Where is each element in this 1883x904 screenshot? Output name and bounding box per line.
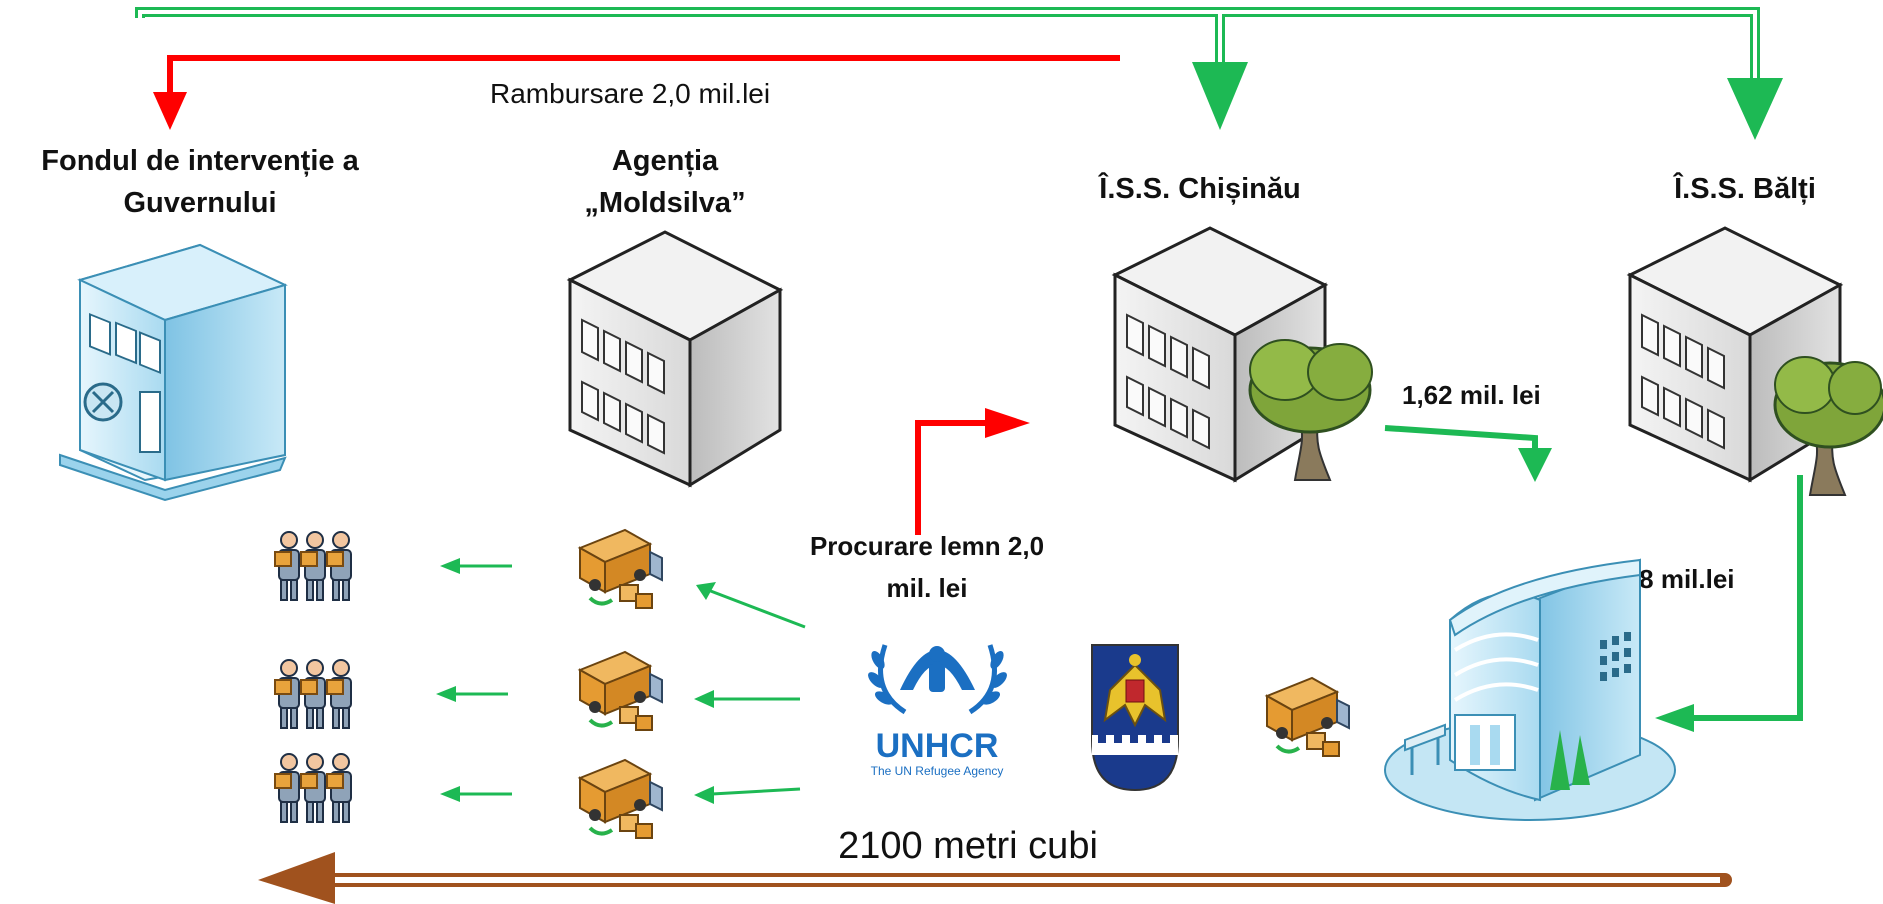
green-balti-payment-arrow bbox=[1655, 475, 1803, 732]
balti-tree-icon bbox=[1773, 356, 1883, 496]
delivery-truck-icon bbox=[1264, 676, 1350, 757]
balti-building-icon bbox=[1626, 226, 1844, 483]
red-reimbursement-arrow bbox=[153, 55, 1120, 130]
unhcr-logo-text: UNHCR bbox=[876, 727, 999, 765]
procurement-label-line1: Procurare lemn 2,0 bbox=[810, 531, 1044, 561]
unhcr-tagline: The UN Refugee Agency bbox=[871, 764, 1004, 778]
people-group-icon bbox=[274, 531, 352, 601]
chisinau-amount-label: 1,62 mil. lei bbox=[1402, 380, 1541, 410]
delivery-truck-icon bbox=[577, 758, 663, 839]
unhcr-logo: UNHCR The UN Refugee Agency bbox=[868, 644, 1007, 778]
volume-label: 2100 metri cubi bbox=[838, 825, 1098, 867]
agency-title-line2: „Moldsilva” bbox=[584, 187, 745, 219]
iss-balti-title: Î.S.S. Bălți bbox=[1672, 171, 1816, 205]
fund-title-line2: Guvernului bbox=[123, 187, 276, 219]
green-distribution-arrows bbox=[436, 558, 806, 804]
people-group-icon bbox=[274, 659, 352, 729]
iss-chisinau-title: Î.S.S. Chișinău bbox=[1097, 171, 1300, 205]
green-chisinau-payment-arrow bbox=[1384, 425, 1552, 482]
government-fund-building-icon bbox=[59, 243, 288, 502]
people-group-icon bbox=[274, 753, 352, 823]
reimbursement-label: Rambursare 2,0 mil.lei bbox=[490, 78, 770, 109]
chisinau-tree-icon bbox=[1248, 339, 1373, 481]
green-top-flow-arrow bbox=[135, 7, 1783, 140]
agency-building-icon bbox=[566, 230, 784, 488]
coat-of-arms-icon bbox=[1091, 644, 1179, 792]
municipal-building-icon bbox=[1384, 558, 1676, 821]
red-procurement-arrow bbox=[915, 408, 1030, 535]
brown-volume-arrow bbox=[258, 852, 1732, 904]
delivery-truck-icon bbox=[577, 528, 663, 609]
procurement-label-line2: mil. lei bbox=[887, 573, 968, 603]
delivery-truck-icon bbox=[577, 650, 663, 731]
agency-title-line1: Agenția bbox=[612, 145, 719, 177]
fund-title-line1: Fondul de intervenție a bbox=[41, 145, 359, 177]
